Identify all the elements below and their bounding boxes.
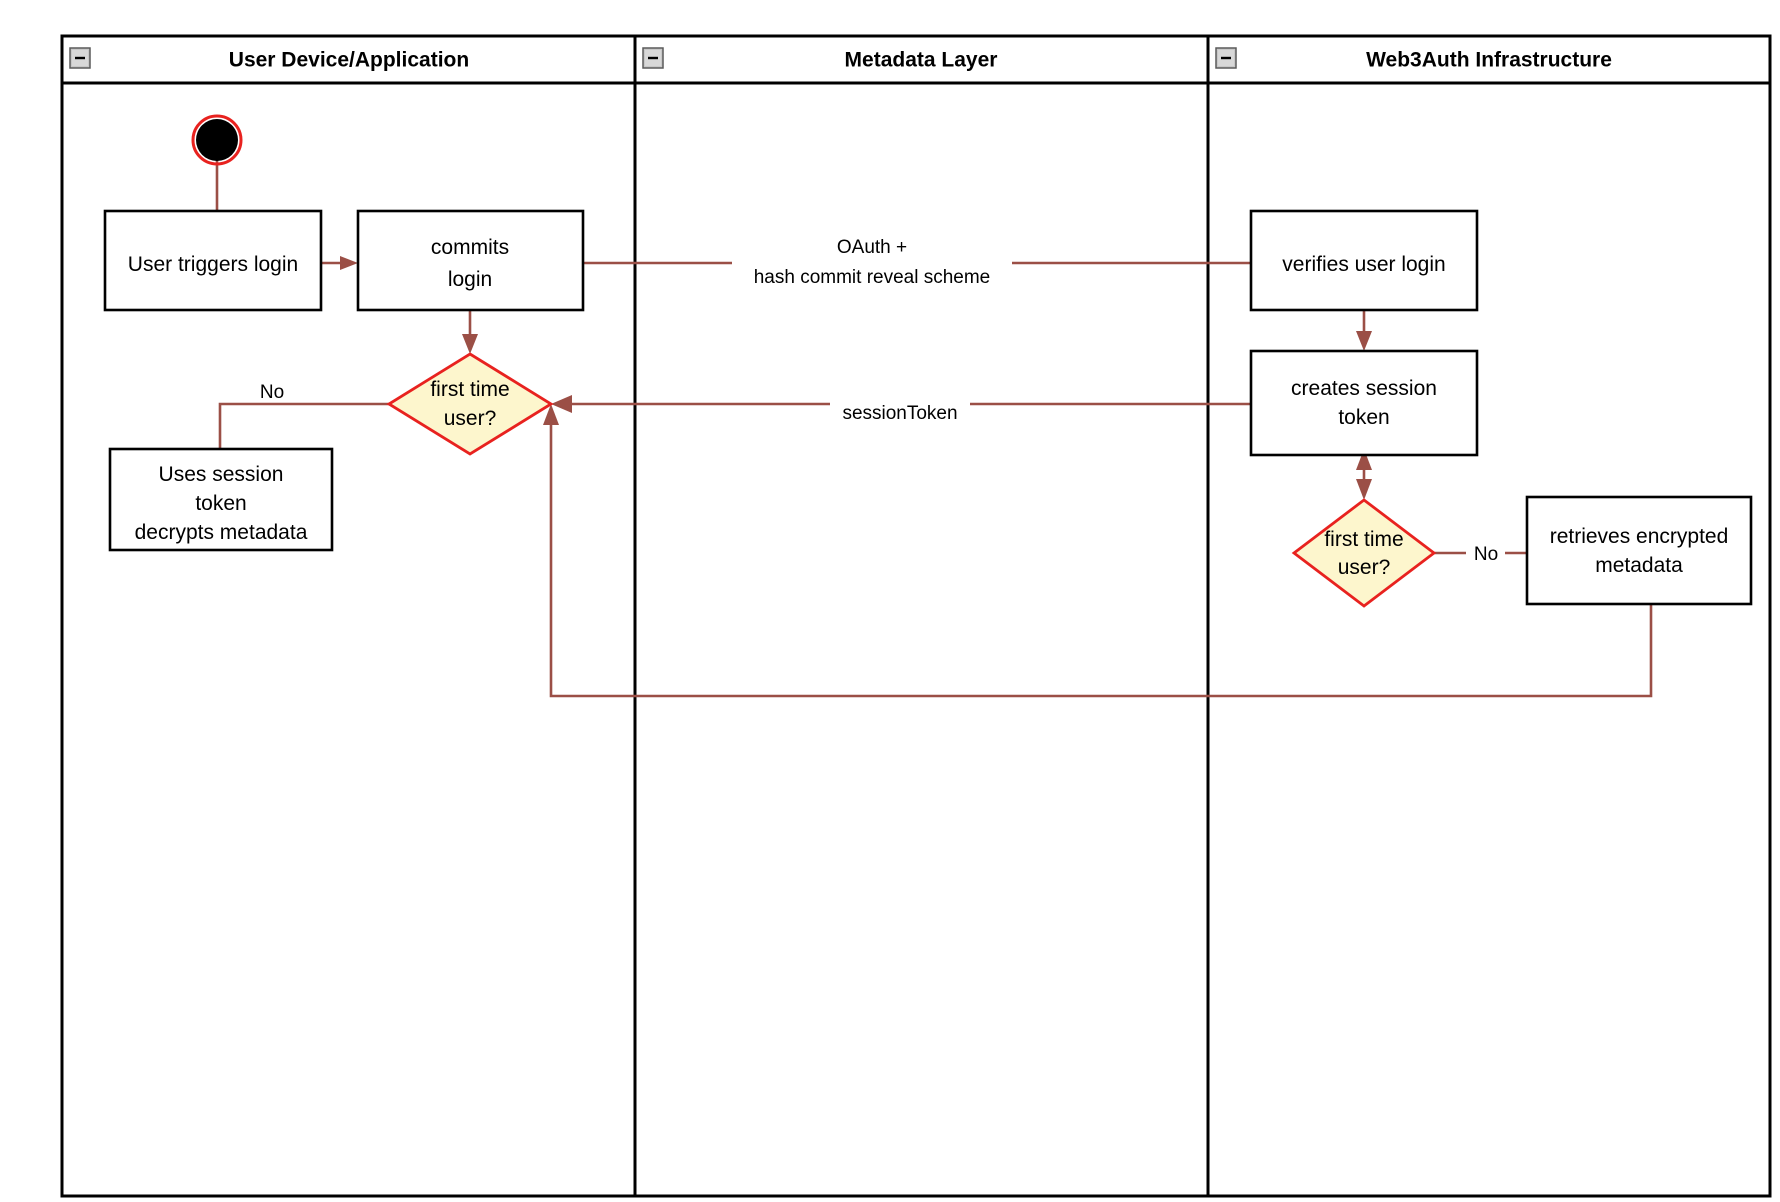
action-label-creates-session-token-line2: token	[1338, 406, 1389, 429]
swimlane-metadata-layer[interactable]: Metadata Layer	[633, 34, 1210, 1198]
decision-label-first-time-user-right-line2: user?	[1338, 556, 1391, 579]
swimlane-title-metadata-layer: Metadata Layer	[845, 49, 998, 72]
edge-label-oauth-line2: hash commit reveal scheme	[754, 267, 991, 288]
action-label-creates-session-token-line1: creates session	[1291, 377, 1437, 400]
collapse-minus-icon[interactable]	[69, 47, 91, 69]
flow-creates-session-token-to-first-time-user-right	[1356, 449, 1372, 500]
flow-commits-login-to-first-time-user-left	[462, 310, 478, 354]
decision-label-first-time-user-left-line2: user?	[444, 407, 497, 430]
edge-label-oauth-line1: OAuth +	[837, 237, 907, 258]
action-label-user-triggers-login: User triggers login	[128, 253, 298, 276]
swimlane-title-user-device: User Device/Application	[229, 49, 469, 72]
flow-user-triggers-login-to-commits-login	[321, 256, 358, 270]
action-label-uses-session-token-line1: Uses session	[159, 463, 284, 486]
action-retrieves-encrypted-metadata[interactable]: retrieves encrypted metadata	[1525, 495, 1753, 606]
action-user-triggers-login[interactable]: User triggers login	[103, 209, 323, 312]
decision-label-first-time-user-left-line1: first time	[430, 378, 509, 401]
action-label-retrieves-encrypted-metadata-line1: retrieves encrypted	[1550, 525, 1729, 548]
flow-retrieves-encrypted-metadata-to-first-time-user-left	[543, 404, 1653, 698]
collapse-minus-icon[interactable]	[1215, 47, 1237, 69]
collapse-minus-icon[interactable]	[642, 47, 664, 69]
action-label-commits-login-line1: commits	[431, 236, 509, 259]
action-uses-session-token[interactable]: Uses session token decrypts metadata	[108, 447, 334, 552]
edge-label-no-right: No	[1474, 544, 1498, 565]
action-verifies-user-login[interactable]: verifies user login	[1249, 209, 1479, 312]
action-label-uses-session-token-line3: decrypts metadata	[135, 521, 308, 544]
swimlane-title-web3auth: Web3Auth Infrastructure	[1366, 49, 1612, 72]
edge-label-no-left: No	[260, 382, 284, 403]
action-label-verifies-user-login: verifies user login	[1282, 253, 1445, 276]
action-label-commits-login-line2: login	[448, 268, 492, 291]
decision-first-time-user-right[interactable]: first time user?	[1291, 498, 1437, 608]
flow-verifies-user-login-to-creates-session-token	[1356, 310, 1372, 351]
flow-first-time-user-left-no-to-uses-session-token	[218, 402, 396, 449]
action-label-uses-session-token-line2: token	[195, 492, 246, 515]
flow-creates-session-token-to-first-time-user-left	[551, 395, 1251, 413]
decision-first-time-user-left[interactable]: first time user?	[386, 352, 554, 456]
decision-label-first-time-user-right-line1: first time	[1324, 528, 1403, 551]
edge-label-session-token: sessionToken	[842, 403, 957, 424]
action-commits-login[interactable]: commits login	[356, 209, 585, 312]
action-creates-session-token[interactable]: creates session token	[1249, 349, 1479, 457]
action-label-retrieves-encrypted-metadata-line2: metadata	[1595, 554, 1683, 577]
start-node[interactable]	[191, 114, 243, 166]
